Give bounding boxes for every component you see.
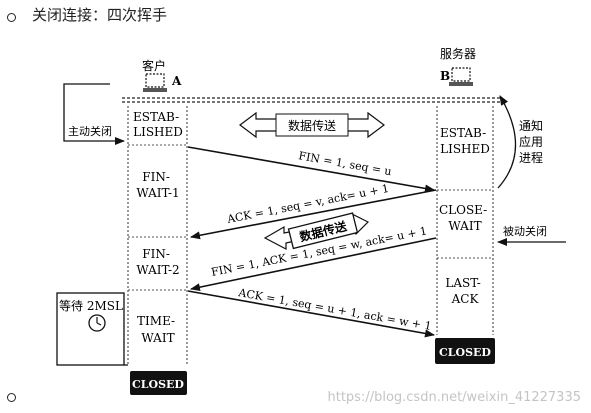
data-transfer-arrow: 数据传送 — [239, 111, 385, 139]
message-ack-2 — [187, 290, 435, 338]
client-label: 客户 — [142, 58, 166, 73]
data-transfer-arrow-2: 数据传送 — [263, 212, 370, 250]
client-closed-badge — [130, 371, 187, 395]
active-close-label: 主动关闭 — [68, 124, 112, 138]
client-state-fin-wait-2: FIN- WAIT-2 — [136, 247, 179, 277]
notify-app-arrow — [497, 95, 517, 189]
message-fin-2 — [190, 237, 437, 292]
client-state-fin-wait-1: FIN- WAIT-1 — [136, 170, 179, 200]
message-fin-1 — [187, 146, 435, 193]
wait-2msl-label: 等待 2MSL — [59, 299, 123, 313]
clock-icon — [88, 314, 106, 332]
message-ack-1 — [190, 189, 437, 240]
wait-2msl-box — [56, 292, 125, 366]
bullet-icon-2 — [7, 393, 16, 402]
svg-text:数据传送: 数据传送 — [288, 118, 336, 133]
section-heading: 关闭连接：四次挥手 — [32, 6, 168, 24]
watermark: https://blog.csdn.net/weixin_41227335 — [327, 390, 581, 405]
client-letter: A — [171, 74, 182, 88]
server-state-close-wait: CLOSE- WAIT — [439, 203, 491, 233]
server-letter: B — [440, 69, 450, 83]
server-computer-icon — [449, 67, 473, 86]
notify-app-label: 通知 应用 进程 — [519, 119, 547, 165]
server-state-established: ESTAB- LISHED — [440, 126, 490, 156]
server-label: 服务器 — [440, 46, 476, 61]
server-closed-badge — [435, 338, 495, 364]
bullet-icon — [7, 13, 16, 22]
active-close-arrow — [63, 83, 125, 145]
svg-text:CLOSED: CLOSED — [439, 346, 491, 359]
server-state-last-ack: LAST- ACK — [445, 276, 484, 306]
client-state-established: ESTAB- LISHED — [133, 110, 183, 139]
svg-text:CLOSED: CLOSED — [132, 378, 184, 391]
client-state-time-wait: TIME- WAIT — [137, 314, 179, 345]
client-computer-icon — [143, 73, 167, 92]
message-ack-2-label: ACK = 1, seq = u + 1, ack = w + 1 — [236, 286, 432, 333]
passive-close-label: 被动关闭 — [503, 224, 547, 238]
